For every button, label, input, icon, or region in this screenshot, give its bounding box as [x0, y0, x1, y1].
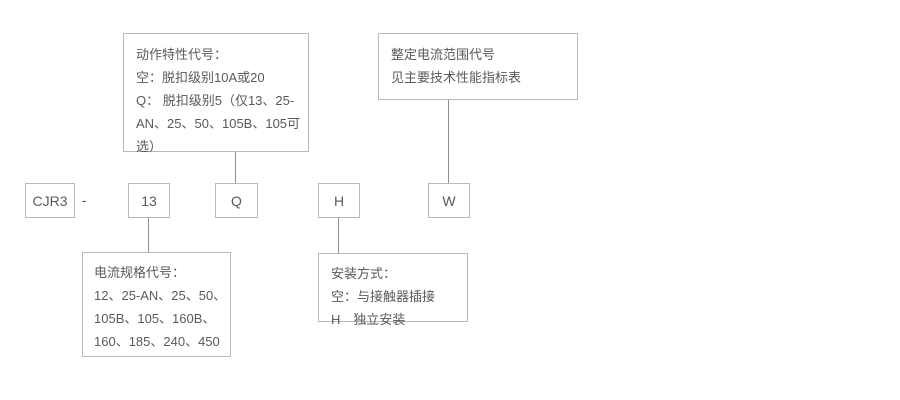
connector-13-to-current-spec [148, 218, 149, 252]
code-box-prefix: CJR3 [25, 183, 75, 218]
code-box-install-method: H [318, 183, 360, 218]
code-box-action-characteristic: Q [215, 183, 258, 218]
code-separator-dash: - [82, 192, 87, 208]
note-install-method: 安装方式： 空：与接触器插接 H 独立安装 [318, 253, 468, 327]
code-box-setting-current-range: W [428, 183, 470, 218]
note-current-spec: 电流规格代号： 12、25-AN、25、50、105B、105、160B、160… [82, 252, 231, 357]
connector-range-to-w [448, 100, 449, 183]
code-box-current-spec: 13 [128, 183, 170, 218]
connector-action-to-q [235, 152, 236, 183]
connector-h-to-install [338, 218, 339, 253]
note-setting-current-range: 整定电流范围代号 见主要技术性能指标表 [378, 33, 578, 100]
note-action-characteristic: 动作特性代号： 空：脱扣级别10A或20 Q： 脱扣级别5（仅13、25-AN、… [123, 33, 309, 154]
